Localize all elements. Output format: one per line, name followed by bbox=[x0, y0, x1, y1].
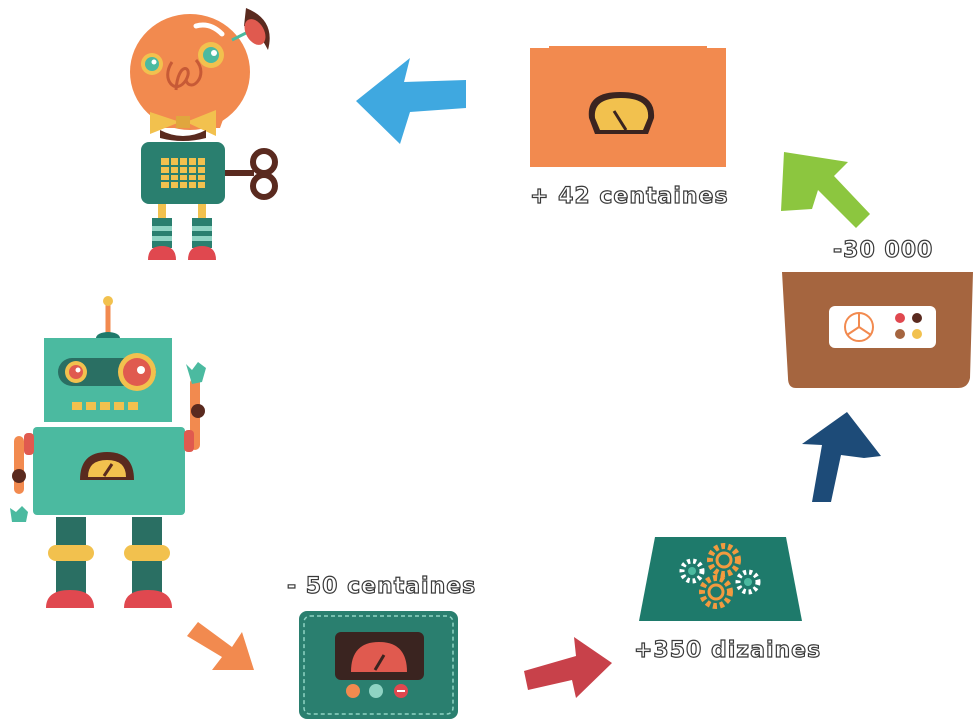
arrow-to-step3 bbox=[802, 412, 881, 502]
lightbulb-robot-icon bbox=[130, 8, 278, 260]
gauge-box-icon bbox=[530, 46, 726, 167]
gears-panel-icon bbox=[639, 537, 802, 621]
arrow-to-step1 bbox=[187, 622, 254, 670]
radio-box-icon bbox=[782, 272, 973, 388]
teal-robot-icon bbox=[10, 296, 206, 608]
step1-label: - 50 centaines bbox=[286, 573, 477, 599]
step3-label: -30 000 bbox=[832, 237, 934, 263]
arrow-to-step4 bbox=[781, 152, 870, 228]
arrow-to-end bbox=[356, 58, 466, 144]
dial-panel-icon bbox=[299, 611, 458, 719]
step4-label: + 42 centaines bbox=[529, 183, 729, 209]
arrow-to-step2 bbox=[524, 637, 612, 698]
step2-label: +350 dizaines bbox=[633, 637, 822, 663]
